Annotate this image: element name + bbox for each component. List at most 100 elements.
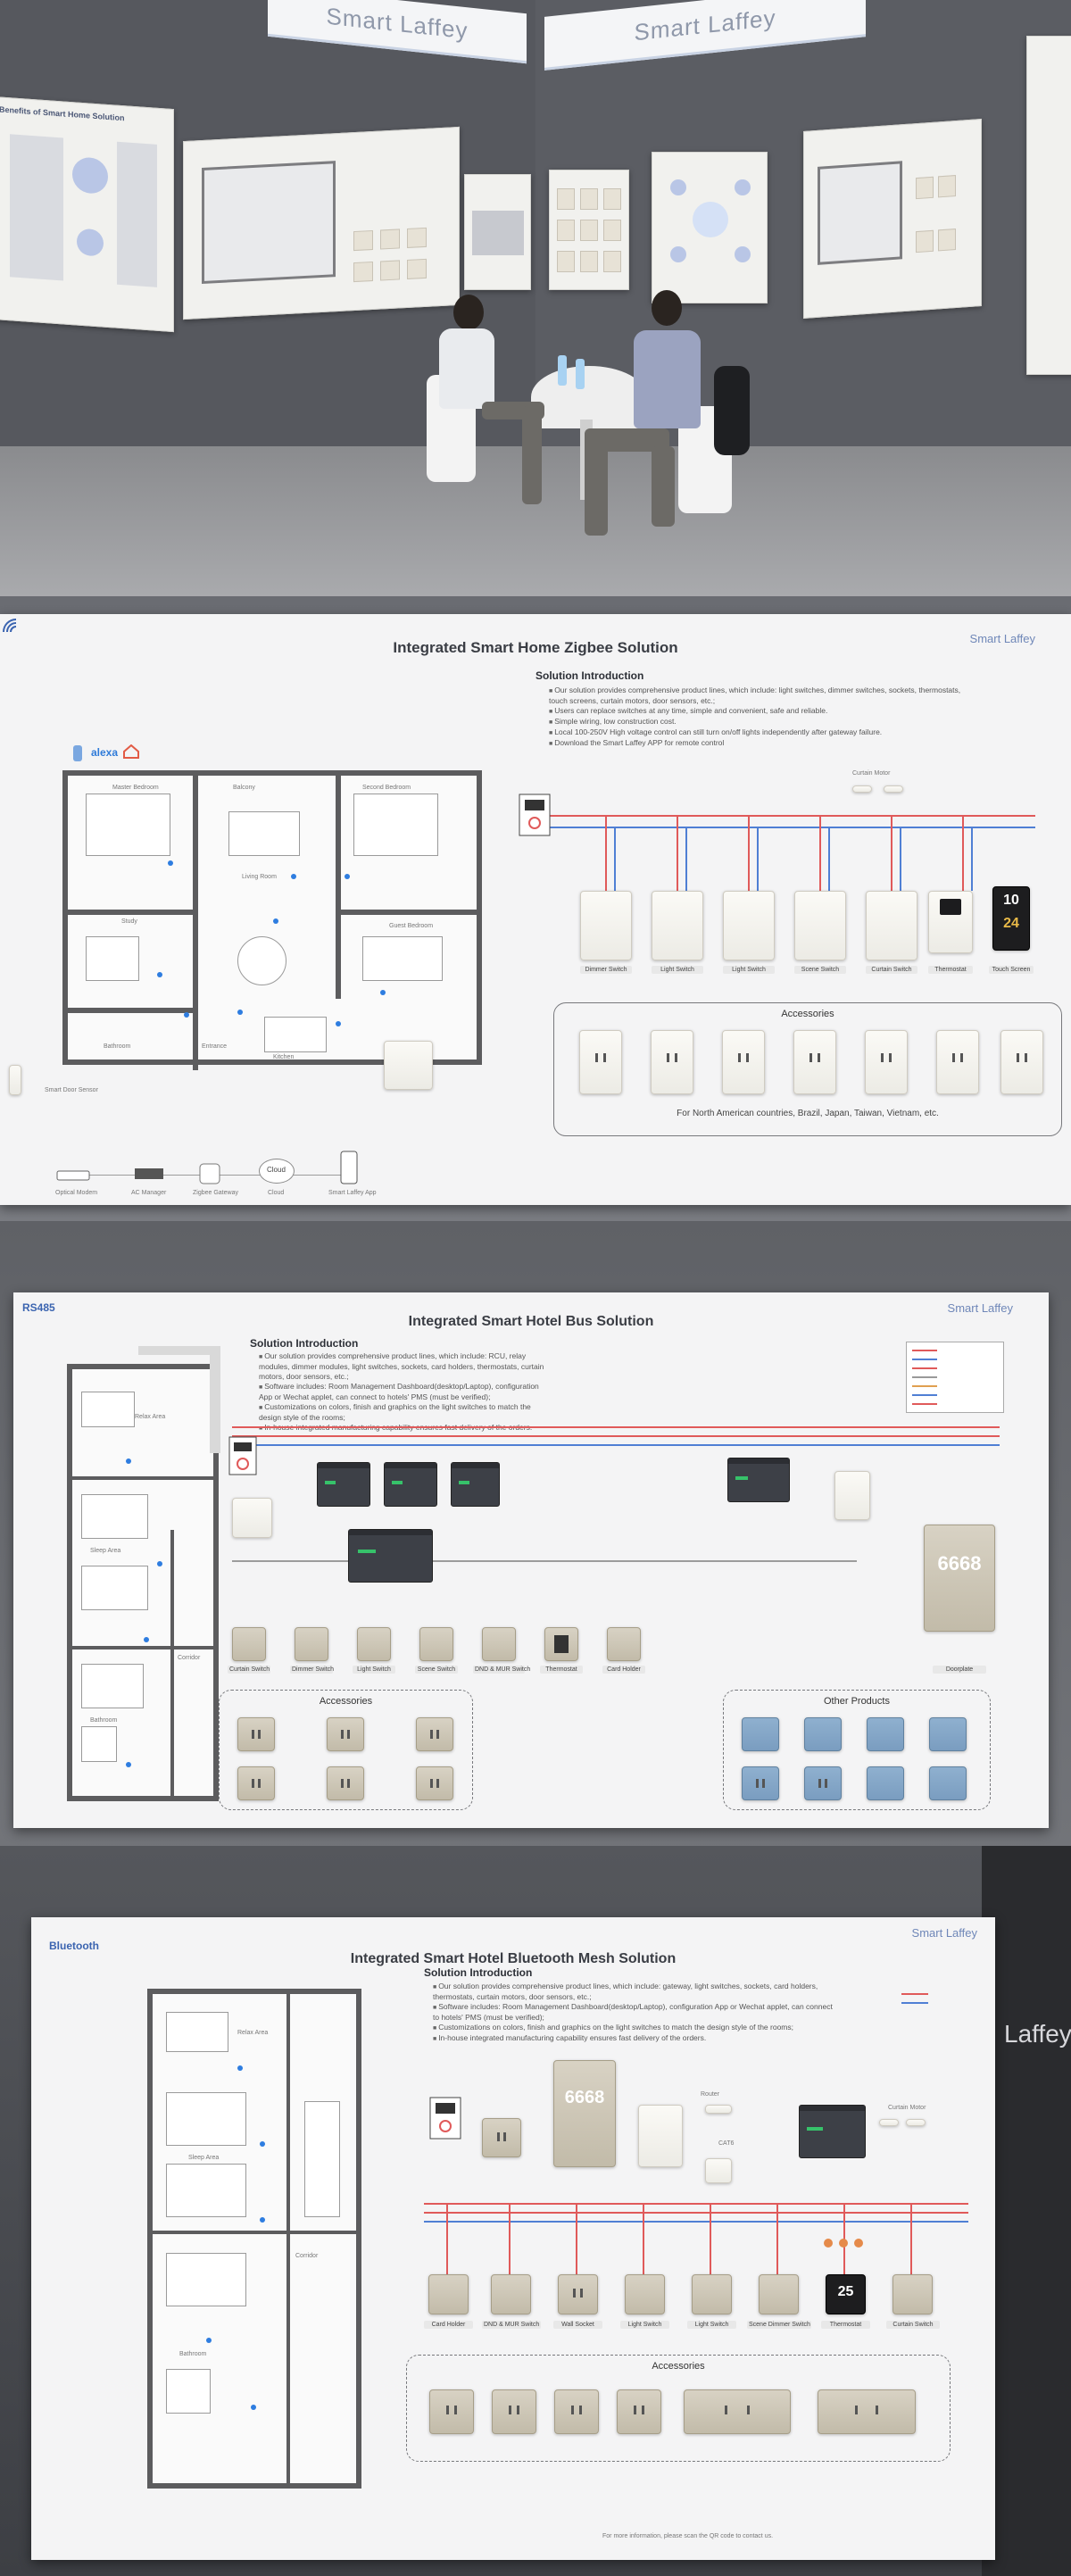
- poster-switches: [549, 170, 629, 290]
- socket: [865, 1030, 908, 1094]
- intro-bullet: Our solution provides comprehensive prod…: [259, 1351, 553, 1382]
- intro-bullet: Customizations on colors, finish and gra…: [259, 1402, 553, 1423]
- socket: [936, 1030, 979, 1094]
- room-number: 6668: [937, 1552, 982, 1575]
- switch-label: DND & MUR Switch: [473, 1666, 531, 1674]
- hotel-floorplan: Relax Area Sleep Area Corridor Bathroom: [67, 1364, 219, 1801]
- room-label: Bathroom: [90, 1717, 118, 1724]
- rcu-module: [727, 1458, 790, 1502]
- room-label: Guest Bedroom: [389, 923, 434, 929]
- touch-digits: 10: [1003, 893, 1019, 908]
- light-switch: [652, 891, 703, 960]
- breaker-icon: [519, 794, 551, 836]
- gateway: [705, 2158, 732, 2183]
- switch-label: Dimmer Switch: [290, 1666, 335, 1674]
- socket: [722, 1030, 765, 1094]
- switch-label: Light Switch: [620, 2321, 669, 2329]
- accessories-box: Accessories For North American countries…: [553, 1002, 1062, 1136]
- intro-bullet: Simple wiring, low construction cost.: [549, 717, 968, 727]
- curtain-motor: [906, 2119, 926, 2126]
- intro-bullet: Software includes: Room Management Dashb…: [259, 1382, 553, 1402]
- modem-icon: [56, 1170, 90, 1181]
- socket: [237, 1717, 275, 1751]
- socket: [327, 1717, 364, 1751]
- board-title: Integrated Smart Home Zigbee Solution: [393, 639, 678, 656]
- intro-bullets: Our solution provides comprehensive prod…: [433, 1982, 834, 2044]
- zigbee-board: Integrated Smart Home Zigbee Solution Sm…: [0, 614, 1071, 1205]
- board-title: Integrated Smart Hotel Bluetooth Mesh So…: [350, 1951, 677, 1966]
- curtain-motor-label: Curtain Motor: [888, 2105, 926, 2111]
- bluetooth-board-photo: Laffey Integrated Smart Hotel Bluetooth …: [0, 1846, 1071, 2576]
- product-panel: [742, 1766, 779, 1800]
- thermostat: [928, 891, 973, 953]
- other-products-box: Other Products: [723, 1690, 991, 1810]
- network-label: Zigbee Gateway: [193, 1190, 238, 1196]
- brand-logo: Smart Laffey: [969, 632, 1035, 645]
- wire-legend: [906, 1342, 1004, 1413]
- brand-logo: Smart Laffey: [911, 1926, 977, 1940]
- switch-label: Card Holder: [424, 2321, 473, 2329]
- cloud-icon: [259, 1159, 295, 1184]
- bluetooth-gateway: [799, 2105, 866, 2158]
- board-title: Integrated Smart Hotel Bus Solution: [408, 1314, 654, 1329]
- intro-bullet: In-house integrated manufacturing capabi…: [259, 1423, 553, 1433]
- network-label: Cloud: [268, 1190, 285, 1196]
- hotel-floorplan: Relax Area Sleep Area Corridor Bathroom: [147, 1989, 361, 2489]
- intro-bullet: Our solution provides comprehensive prod…: [433, 1982, 834, 2002]
- thermostat: 25: [826, 2274, 866, 2314]
- bluetooth-board: Integrated Smart Hotel Bluetooth Mesh So…: [31, 1917, 995, 2560]
- footer-note: For more information, please scan the QR…: [602, 2533, 774, 2539]
- alexa-logo: alexa: [91, 746, 119, 759]
- sample-switch: [384, 1041, 433, 1090]
- socket: [617, 2389, 661, 2434]
- doorplate: 6668: [553, 2060, 616, 2167]
- poster-title: Benefits of Smart Home Solution: [0, 104, 125, 123]
- intro-bullets: Our solution provides comprehensive prod…: [549, 686, 968, 749]
- curtain-switch: [892, 2274, 933, 2314]
- poster-benefits: Benefits of Smart Home Solution: [0, 96, 174, 333]
- water-bottle: [558, 355, 567, 386]
- socket-double: [684, 2389, 791, 2434]
- switch-label: Doorplate: [933, 1666, 986, 1674]
- switch-label: Scene Dimmer Switch: [747, 2321, 811, 2329]
- accessories-title: Accessories: [319, 1696, 373, 1707]
- switch-label: Light Switch: [353, 1666, 395, 1674]
- room-label: Bathroom: [104, 1043, 131, 1050]
- scene-switch: [419, 1627, 453, 1661]
- switch-label: Dimmer Switch: [580, 966, 632, 974]
- curtain-motor: [884, 785, 903, 793]
- poster-ecosystem: [652, 152, 768, 303]
- socket: [237, 1766, 275, 1800]
- intro-bullet: In-house integrated manufacturing capabi…: [433, 2033, 834, 2044]
- bus-board-photo: Integrated Smart Hotel Bus Solution Smar…: [0, 1221, 1071, 1846]
- router: [834, 1471, 870, 1520]
- curtain-switch: [866, 891, 917, 960]
- rs485-logo: RS485: [22, 1301, 55, 1314]
- power-supply: [232, 1498, 272, 1538]
- breaker-icon: [228, 1436, 257, 1475]
- switch-label: Card Holder: [602, 1666, 645, 1674]
- ac-manager-icon: [135, 1168, 163, 1179]
- intro-title: Solution Introduction: [536, 669, 644, 682]
- switch-label: Scene Switch: [415, 1666, 458, 1674]
- cat6-label: CAT6: [718, 2140, 735, 2147]
- bluetooth-logo: Bluetooth: [49, 1940, 99, 1952]
- booth-edge: [982, 1846, 1071, 2576]
- touch-digits: 24: [1003, 916, 1019, 931]
- intro-bullet: Customizations on colors, finish and gra…: [433, 2023, 834, 2033]
- socket: [429, 2389, 474, 2434]
- zigbee-board-photo: Integrated Smart Home Zigbee Solution Sm…: [0, 596, 1071, 1221]
- socket: [793, 1030, 836, 1094]
- room-label: Relax Area: [237, 2030, 269, 2036]
- network-label: Optical Modem: [55, 1190, 98, 1196]
- curtain-motor-label: Curtain Motor: [852, 770, 891, 777]
- curtain-motor: [879, 2119, 899, 2126]
- room-number: 6668: [564, 2088, 605, 2107]
- switch-label: Touch Screen: [989, 966, 1034, 974]
- socket: [416, 1766, 453, 1800]
- dnd-mur-switch: [482, 1627, 516, 1661]
- room-label: Bathroom: [179, 2351, 207, 2357]
- socket: [327, 1766, 364, 1800]
- other-products-title: Other Products: [824, 1696, 890, 1707]
- dimmer-module: [451, 1462, 500, 1507]
